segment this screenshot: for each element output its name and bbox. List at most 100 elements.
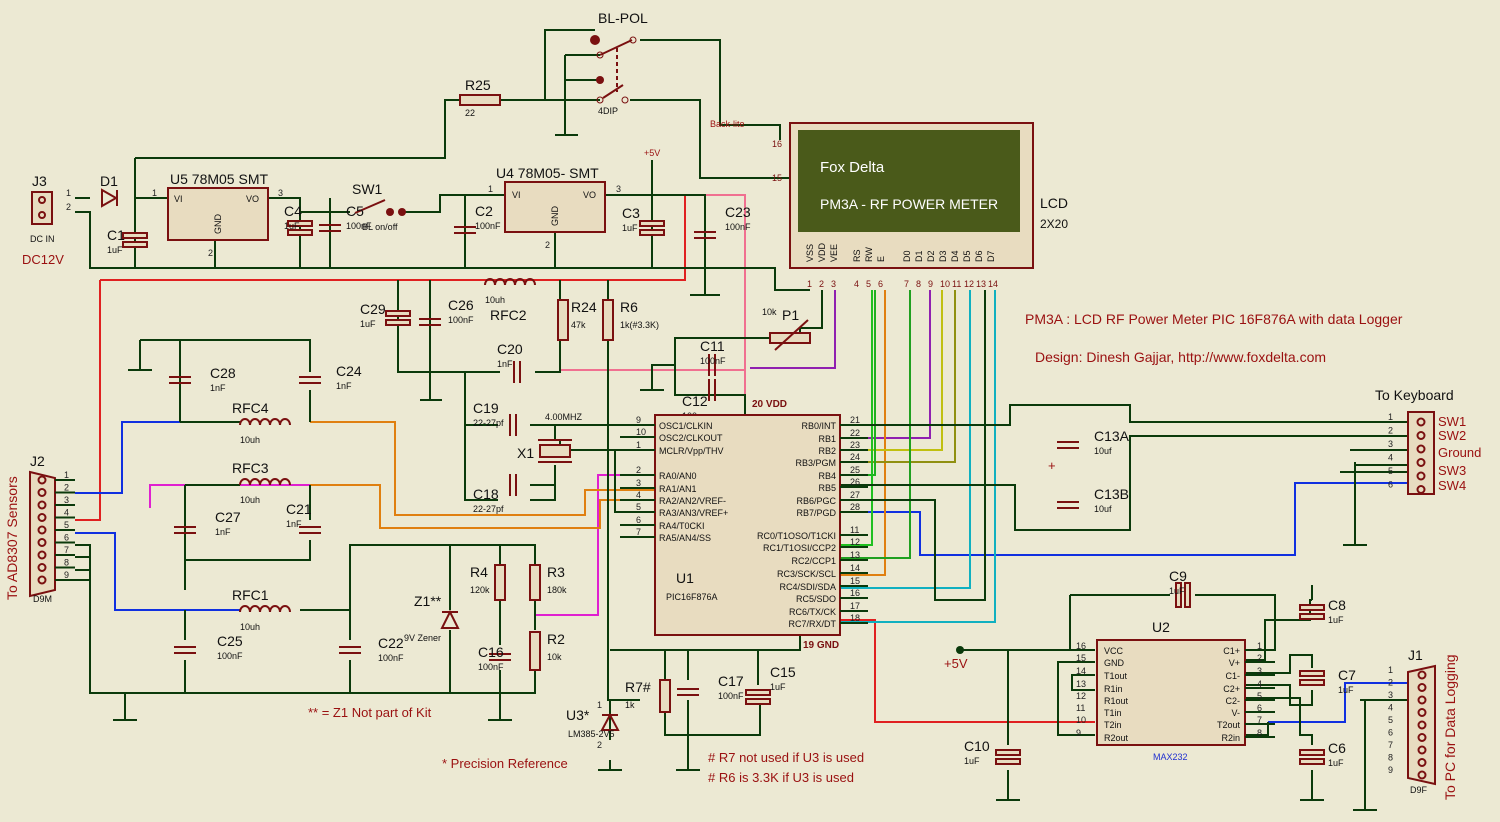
j1-pin-number: 8 [1388, 753, 1393, 763]
u2-pin-number: 2 [1257, 653, 1262, 663]
j2-pin-number: 8 [64, 558, 69, 568]
u2-pin-number: 6 [1257, 703, 1262, 713]
u2-pin-number: 14 [1076, 666, 1086, 676]
lcd-pin-number: 1 [807, 279, 812, 289]
u4-vo: VO [583, 190, 596, 200]
j1-pin [1417, 708, 1427, 717]
resistor-name: R6 [620, 299, 638, 315]
keyboard-pin-number: 2 [1388, 426, 1393, 436]
capacitor-name: C15 [770, 664, 796, 680]
u1-pin-label: RC0/T1OSO/T1CKI [757, 531, 836, 541]
wire-red-tx [840, 619, 1095, 723]
p1-value: 10k [762, 307, 777, 317]
u5-p3: 3 [278, 188, 283, 198]
note-r7: # R7 not used if U3 is used [708, 750, 864, 765]
u2-pin-label: R2out [1104, 733, 1129, 743]
u4-vplus: +5V [644, 148, 660, 158]
lcd-pin-number: 11 [952, 279, 961, 289]
j1-pin-number: 6 [1388, 728, 1393, 738]
u5-p2: 2 [208, 248, 213, 258]
lcd-screen [798, 130, 1020, 232]
u1-pin-label: OSC2/CLKOUT [659, 433, 723, 443]
u4-gnd: GND [550, 206, 560, 227]
p1-name: P1 [782, 307, 799, 323]
resistor-r7: R7#1k [625, 679, 671, 713]
j1-name: J1 [1408, 647, 1423, 663]
capacitor-name: C3 [622, 205, 640, 221]
lcd-pin-label: E [876, 256, 886, 262]
j3-pin2: 2 [66, 202, 71, 212]
resistor-value: 180k [547, 585, 567, 595]
keyboard-pin [1416, 444, 1426, 454]
u1-pin-label: RB5 [818, 483, 836, 493]
u1-pin-number: 23 [850, 440, 860, 450]
capacitor-name: C13B [1094, 486, 1129, 502]
capacitor-name: C4 [284, 203, 302, 219]
keyboard-pin-number: 3 [1388, 439, 1393, 449]
j3-pin1: 1 [66, 188, 71, 198]
lcd-pin16: 16 [772, 139, 782, 149]
u1-pin-number: 22 [850, 428, 860, 438]
u3-p1: 1 [597, 700, 602, 710]
j1-type: D9F [1410, 785, 1428, 795]
x1-crystal: X1 4.00MHZ [517, 412, 583, 463]
u1-pin-label: RC1/T1OSI/CCP2 [763, 543, 836, 553]
p1-pot: P1 10k [762, 307, 811, 351]
j1-pin [1417, 670, 1427, 680]
wire-blue-rb7 [840, 482, 1408, 556]
inductor-value: 10uh [240, 435, 260, 445]
lcd-name: LCD [1040, 195, 1068, 211]
j2-type: D9M [33, 594, 52, 604]
u2-pin-number: 1 [1257, 641, 1262, 651]
j1-pin [1417, 758, 1427, 767]
j2-pin [37, 475, 47, 485]
resistor-name: R24 [571, 299, 597, 315]
u1-pin-label: RB3/PGM [795, 458, 836, 468]
capacitor-value: 1uF [1328, 758, 1344, 768]
lcd-module: Fox Delta PM3A - RF POWER METER LCD 2X20… [710, 119, 1068, 289]
capacitor-value: 100nF [448, 315, 474, 325]
lcd-pin-number: 3 [831, 279, 836, 289]
u1-pin-number: 28 [850, 502, 860, 512]
capacitor-name: C19 [473, 400, 499, 416]
keyboard-label: SW4 [1438, 478, 1466, 493]
u3-name: U3* [566, 707, 590, 723]
wire-green-rc2 [840, 290, 911, 559]
u1-pin-number: 1 [636, 440, 641, 450]
u1-pin-number: 21 [850, 415, 860, 425]
capacitor-name: C11 [700, 338, 725, 354]
resistor-name: R2 [547, 631, 565, 647]
capacitors: C11uFC41uFC5100nFC2100nFC31uFC23100nFC29… [107, 203, 1356, 768]
signal-wires [75, 194, 1408, 723]
u4-vi: VI [512, 190, 521, 200]
u2-pin-label: V+ [1229, 658, 1240, 668]
u4-name: U4 78M05- SMT [496, 165, 599, 181]
u1-pin-label: RA1/AN1 [659, 484, 697, 494]
capacitor-value: 1nF [215, 527, 231, 537]
design-credit: Design: Dinesh Gajjar, http://www.foxdel… [1035, 349, 1326, 365]
u1-pin-label: RA5/AN4/SS [659, 533, 711, 543]
keyboard-pin [1416, 417, 1426, 427]
keyboard-pin [1416, 485, 1426, 494]
inductor-value: 10uh [240, 622, 260, 632]
j1-pin [1417, 683, 1427, 692]
wire-orange-rc3 [840, 290, 886, 576]
note-r6: # R6 is 3.3K if U3 is used [708, 770, 854, 785]
capacitor-value: 1uF [284, 221, 300, 231]
lcd-line1: Fox Delta [820, 159, 885, 176]
lcd-pin-label: VDD [817, 242, 827, 262]
u1-pin-number: 12 [850, 537, 860, 547]
capacitor-name: C22 [378, 635, 404, 651]
u1-pins: 9OSC1/CLKIN10OSC2/CLKOUT1MCLR/Vpp/THV2RA… [620, 415, 868, 629]
u1-pin-label: RB6/PGC [796, 496, 836, 506]
